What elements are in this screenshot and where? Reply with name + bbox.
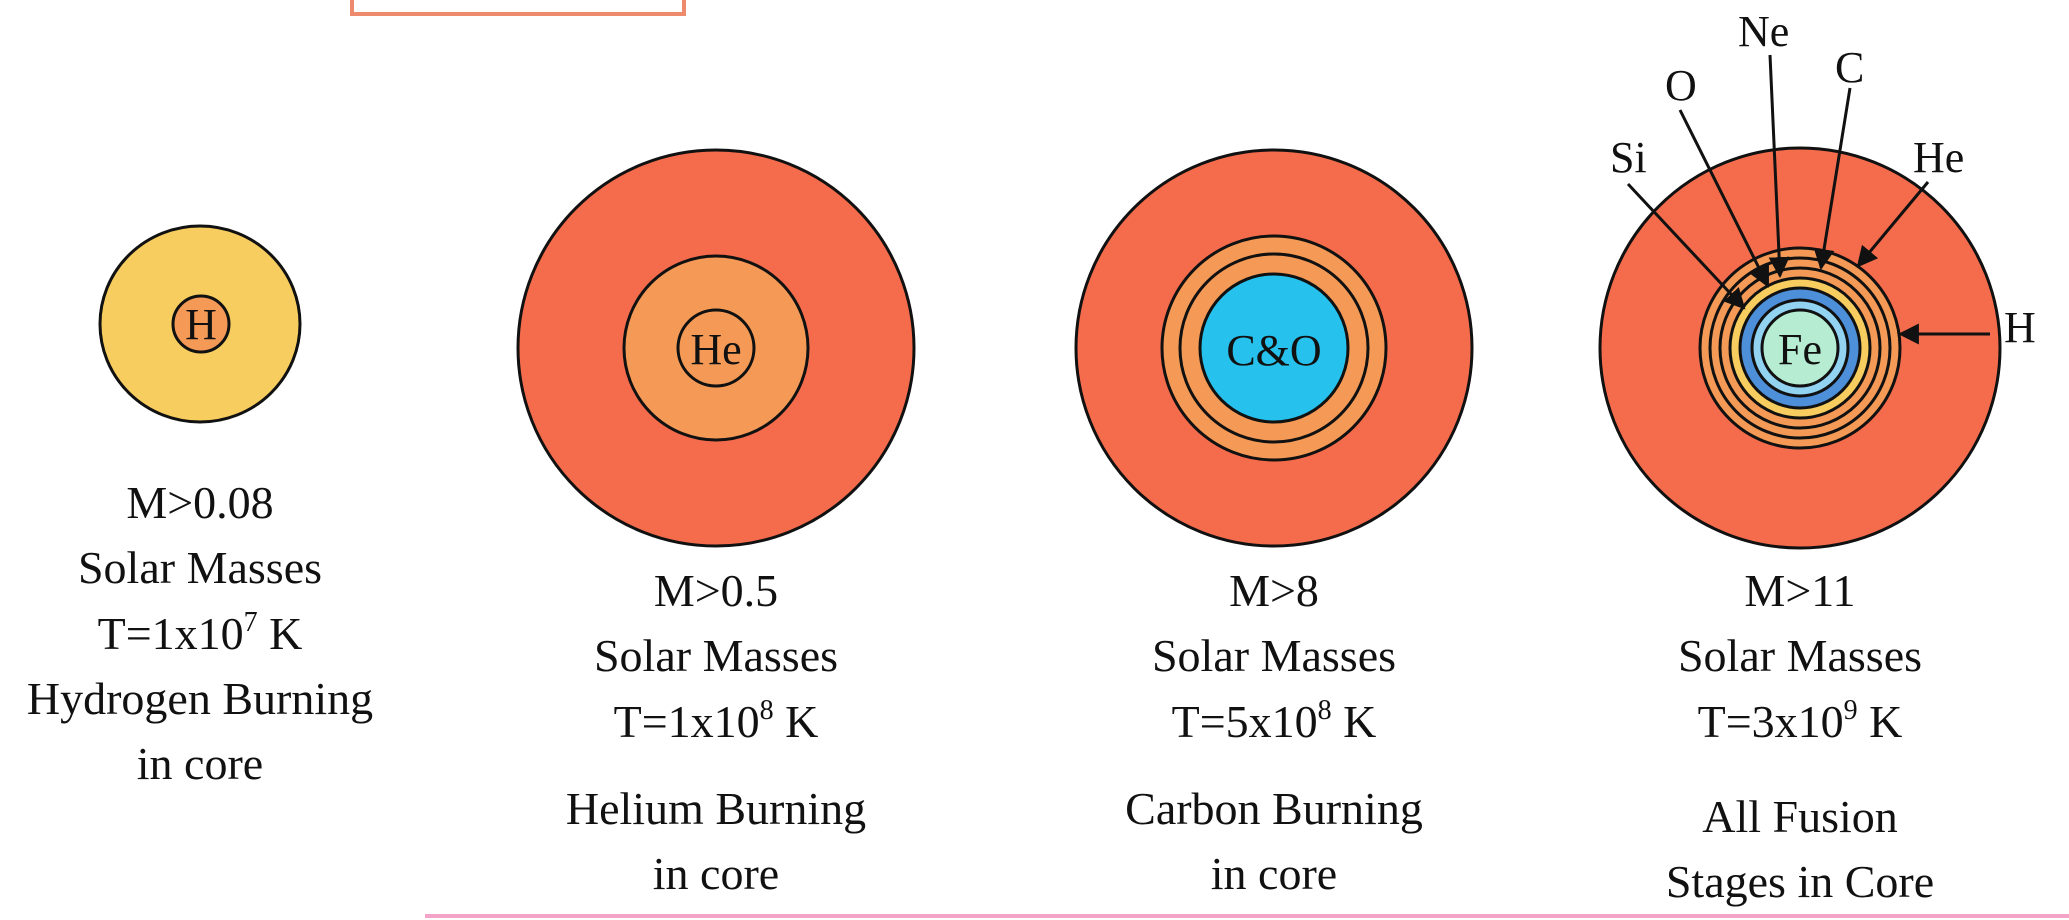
caption-carbon-burn-2: in core	[1210, 848, 1338, 900]
star-helium-core-label: He	[690, 325, 741, 374]
caption-iron-burn-1: All Fusion	[1702, 790, 1898, 842]
caption-helium-unit: Solar Masses	[593, 630, 839, 682]
caption-helium-mass: M>0.5	[653, 565, 779, 616]
shell-label-o: O	[1665, 61, 1697, 110]
star-iron-core-label: Fe	[1778, 325, 1822, 374]
caption-iron: M>11 Solar Masses T=3x109 K All Fusion S…	[1600, 558, 2000, 915]
caption-carbon-temp: T=5x108 K	[1171, 694, 1377, 747]
arrow-c	[1813, 87, 1852, 271]
caption-helium-burn-1: Helium Burning	[565, 782, 867, 834]
arrow-si	[1626, 182, 1746, 310]
shell-label-ne: Ne	[1738, 7, 1789, 56]
caption-iron-unit: Solar Masses	[1677, 630, 1923, 682]
shell-label-c: C	[1835, 43, 1864, 92]
caption-carbon-temp-exponent: 8	[1317, 694, 1332, 726]
shell-label-si: Si	[1610, 133, 1647, 182]
caption-hydrogen-burn-2: in core	[136, 738, 264, 790]
caption-helium-burn-2: in core	[652, 848, 780, 900]
star-hydrogen-core-label: H	[185, 300, 217, 349]
arrow-he	[1856, 181, 1930, 268]
caption-hydrogen: M>0.08 Solar Masses T=1x107 K Hydrogen B…	[0, 470, 400, 797]
caption-hydrogen-temp-exponent: 7	[243, 606, 258, 638]
caption-hydrogen-burn-1: Hydrogen Burning	[26, 672, 374, 724]
caption-carbon-mass: M>8	[1229, 565, 1319, 616]
star-hydrogen: H	[98, 224, 302, 424]
caption-carbon: M>8 Solar Masses T=5x108 K Carbon Burnin…	[1074, 558, 1474, 907]
star-helium: He	[516, 148, 916, 548]
shell-label-he: He	[1913, 133, 1964, 182]
arrow-o	[1678, 109, 1770, 288]
star-iron-core	[1760, 308, 1840, 388]
caption-iron-mass: M>11	[1744, 565, 1856, 616]
caption-iron-temp-exponent: 9	[1843, 694, 1858, 726]
caption-hydrogen-unit: Solar Masses	[77, 542, 323, 594]
caption-helium-temp-exponent: 8	[759, 694, 774, 726]
star-helium-core	[676, 308, 756, 388]
caption-hydrogen-temp: T=1x107 K	[97, 606, 303, 659]
star-carbon: C&O	[1074, 148, 1474, 548]
shell-label-h: H	[2004, 303, 2036, 352]
star-carbon-core	[1198, 272, 1350, 424]
caption-helium-temp: T=1x108 K	[613, 694, 819, 747]
star-iron: Fe	[1598, 146, 2002, 550]
star-carbon-core-label: C&O	[1226, 326, 1321, 375]
star-hydrogen-core	[171, 294, 231, 354]
caption-helium: M>0.5 Solar Masses T=1x108 K Helium Burn…	[516, 558, 916, 907]
caption-iron-burn-2: Stages in Core	[1665, 856, 1935, 908]
shell-labels: Si O Ne C He H	[1610, 7, 2036, 352]
caption-iron-temp: T=3x109 K	[1697, 694, 1903, 747]
arrow-ne	[1768, 54, 1790, 279]
caption-hydrogen-mass: M>0.08	[126, 477, 274, 528]
caption-carbon-unit: Solar Masses	[1151, 630, 1397, 682]
caption-carbon-burn-1: Carbon Burning	[1125, 782, 1423, 834]
frame-top-fragment	[350, 0, 686, 16]
